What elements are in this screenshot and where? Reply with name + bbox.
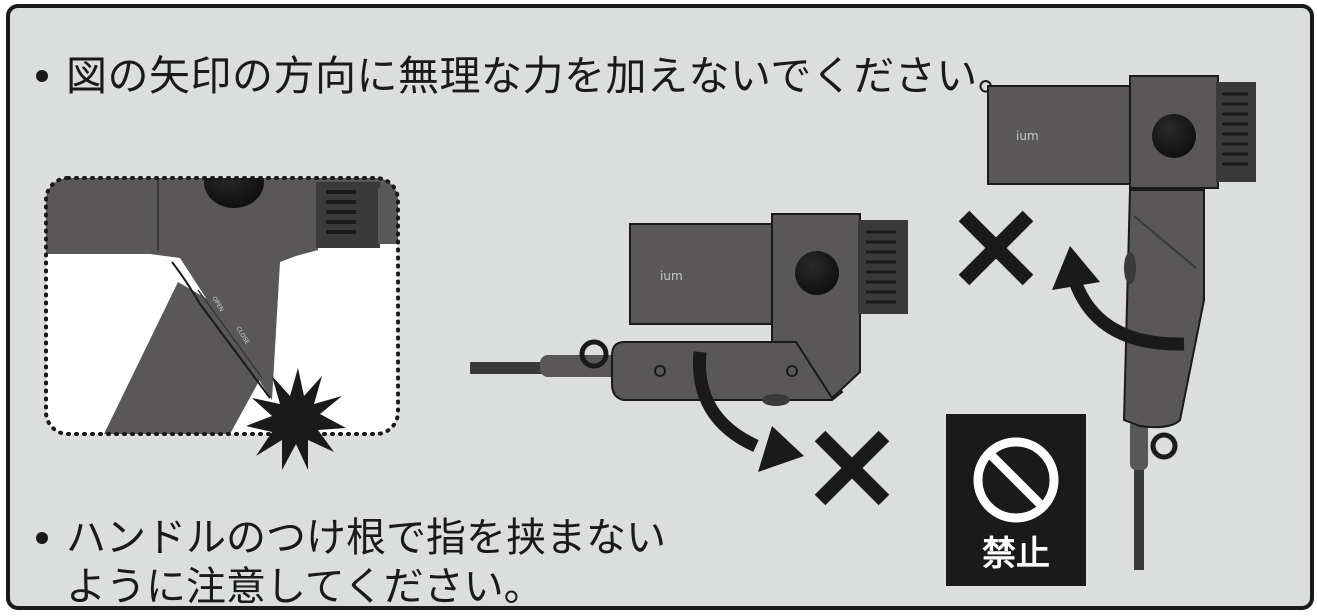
bullet-bottom xyxy=(36,532,48,544)
pinch-burst-icon xyxy=(246,368,346,470)
brand-label-right: ium xyxy=(1016,129,1039,143)
instruction-force-warning: 図の矢印の方向に無理な力を加えないでください。 xyxy=(66,52,1020,100)
wrong-x-icon-right xyxy=(958,210,1034,286)
brand-label-middle: ium xyxy=(660,269,683,283)
curved-arrow-icon xyxy=(692,351,804,472)
curved-arrow-up-icon xyxy=(1052,246,1185,351)
bullet-top xyxy=(36,70,48,82)
dryer-upright: ium xyxy=(987,75,1256,570)
prohibited-sign: 禁止 xyxy=(946,414,1086,586)
instruction-pinch-warning-line1: ハンドルのつけ根で指を挟まない xyxy=(66,515,666,561)
wrong-x-icon xyxy=(814,430,890,506)
detail-dotted-frame xyxy=(44,176,400,436)
instruction-pinch-warning-line2: ように注意してください。 xyxy=(66,564,544,610)
prohibited-label: 禁止 xyxy=(982,534,1050,574)
hinge-closeup: OPEN CLOSE xyxy=(46,178,398,434)
dryer-horizontal: ium xyxy=(470,213,908,406)
prohibited-icon xyxy=(973,437,1059,523)
